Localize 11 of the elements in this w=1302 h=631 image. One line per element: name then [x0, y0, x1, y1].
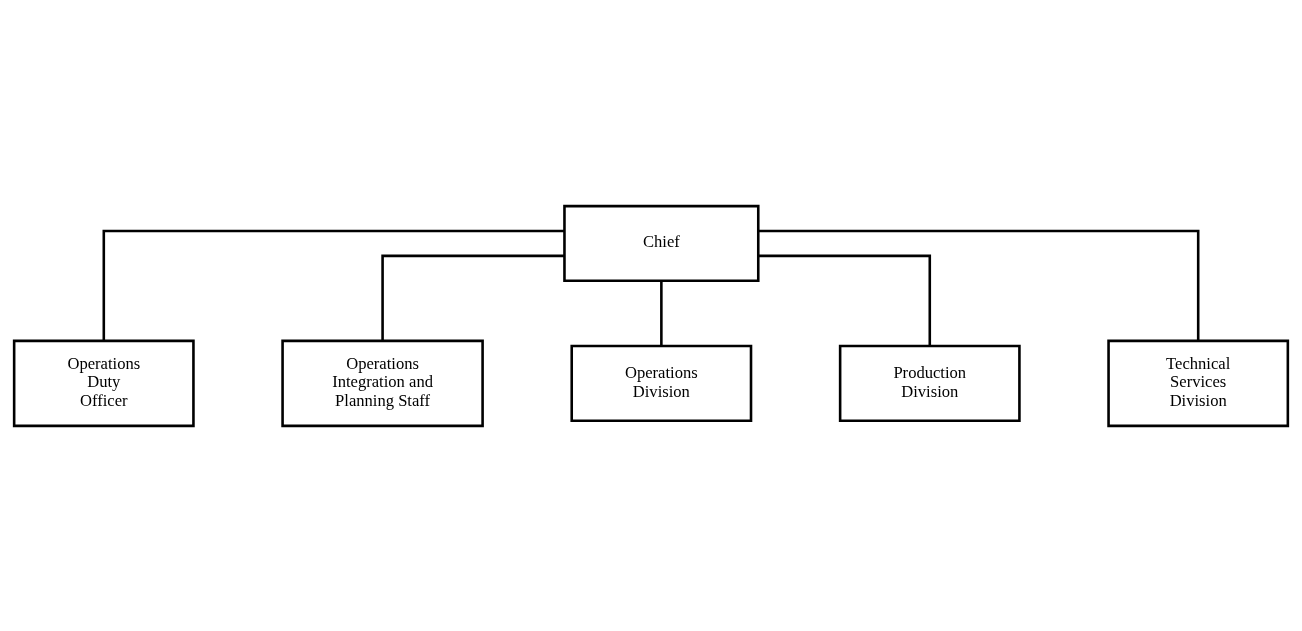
node-box: Operations Integration and Planning Staff: [281, 339, 484, 427]
connector: [660, 280, 663, 346]
node-box: Production Division: [838, 344, 1021, 422]
connector: [758, 229, 1200, 340]
connector: [758, 254, 932, 346]
node-box: Technical Services Division: [1107, 339, 1290, 427]
node-box: Chief: [563, 204, 760, 282]
node-box: Operations Duty Officer: [12, 339, 195, 427]
connector: [381, 254, 565, 341]
connector: [102, 229, 565, 340]
node-box: Operations Division: [570, 344, 753, 422]
